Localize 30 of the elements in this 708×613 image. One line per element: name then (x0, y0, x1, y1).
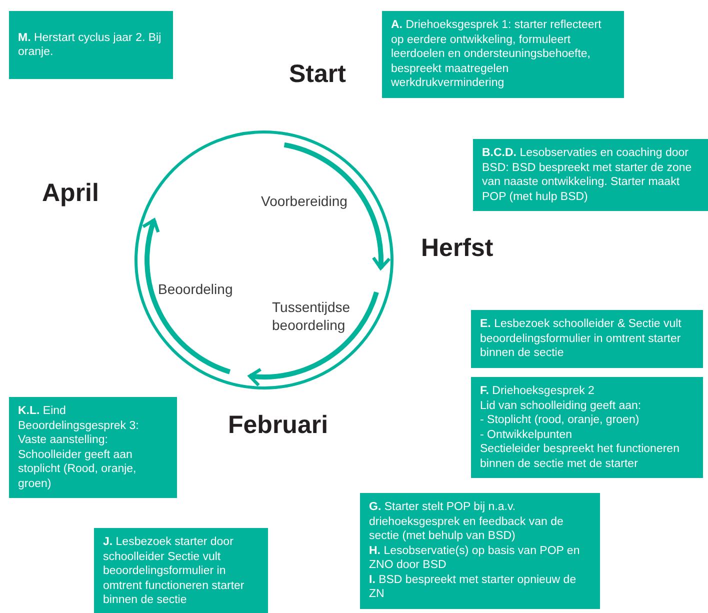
season-label: April (42, 181, 99, 206)
step-text: J. Lesbezoek starter door schoolleider Sectie vult beoordelingsformulier in omtrent functioneren starter binnen de sectie (103, 535, 246, 608)
step-text: K.L. Eind Beoordelingsgesprek 3: (18, 404, 140, 433)
step-box (382, 11, 624, 98)
step-box (9, 11, 173, 79)
step-text: Sectieleider bespreekt het functioneren binnen de sectie met de starter (480, 442, 680, 471)
step-text: - Ontwikkelpunten (480, 428, 574, 442)
step-box (94, 528, 268, 613)
step-text: M. Herstart cyclus jaar 2. Bij oranje. (18, 30, 162, 60)
phase-label: Tussentijdse beoordeling (272, 298, 352, 334)
step-text: Lid van schoolleiding geeft aan: (480, 398, 642, 413)
season-label: Herfst (421, 236, 494, 261)
step-text: - Stoplicht (rood, oranje, groen) (480, 413, 640, 428)
step-box (471, 310, 703, 368)
step-box (360, 493, 600, 608)
step-text: G. Starter stelt POP bij n.a.v. driehoeksgesprek en feedback van de sectie (met behulp van BSD) (369, 500, 564, 544)
phase-label: Voorbereiding (261, 192, 348, 210)
step-text: A. Driehoeksgesprek 1: starter reflecteert op eerdere ontwikkeling, formuleert leerdoelen en ondersteuningsbehoefte, bespreekt maatregelen werkdrukvermindering (391, 18, 602, 90)
step-text: H. Lesobservatie(s) op basis van POP en ZNO door BSD (369, 544, 581, 572)
season-label: Start (289, 62, 346, 87)
step-text: B.C.D. Lesobservaties en coaching door BSD: BSD bespreekt met starter de zone van naaste ontwikkeling. Starter maakt POP (met hulp BSD) (482, 146, 693, 204)
step-text: F. Driehoeksgesprek 2 (480, 384, 596, 398)
step-text: E. Lesbezoek schoolleider & Sectie vult beoordelingsformulier in omtrent starter binnen de sectie (480, 317, 682, 360)
step-box (471, 377, 703, 478)
step-box (9, 397, 177, 498)
phase-label: Beoordeling (158, 280, 234, 298)
step-text: I. BSD bespreekt met starter opnieuw de ZN (369, 572, 578, 602)
step-box (473, 139, 708, 211)
step-text: Vaste aanstelling: Schoolleider geeft aan stoplicht (Rood, oranje, groen) (18, 433, 138, 491)
season-label: Februari (228, 413, 328, 438)
